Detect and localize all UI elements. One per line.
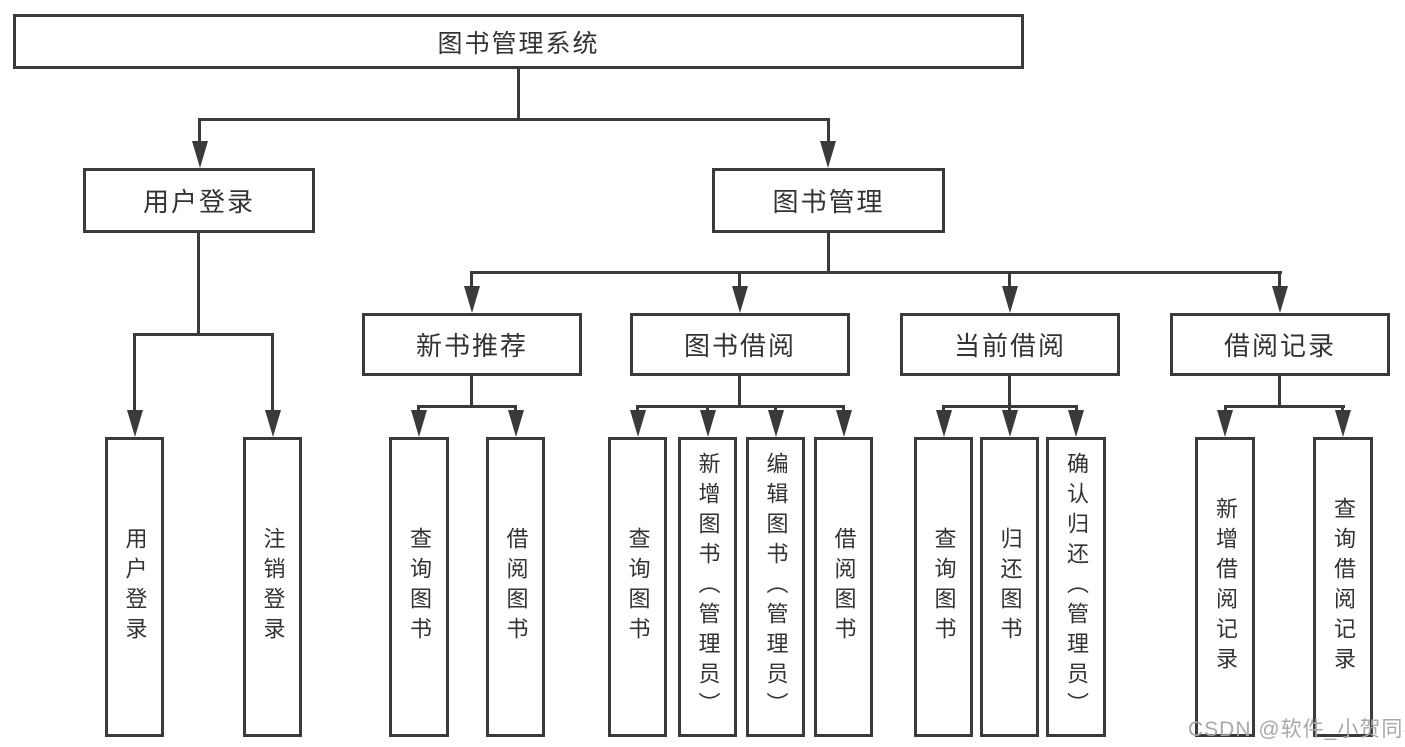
leaf-edit-books-admin-label: 编辑图书（管理员） bbox=[763, 452, 789, 722]
csdn-watermark: CSDN @软件_小贺同学 bbox=[1188, 718, 1405, 741]
connector-current-trunk bbox=[1008, 376, 1011, 407]
connector-recommend-trunk bbox=[470, 376, 473, 407]
leaf-add-books-admin: 新增图书（管理员） bbox=[678, 437, 737, 737]
arrow-down-icon bbox=[265, 410, 281, 437]
connector-records-rail bbox=[1224, 405, 1345, 408]
node-book-borrow-label: 图书借阅 bbox=[683, 331, 796, 361]
leaf-logout: 注销登录 bbox=[243, 437, 302, 737]
arrow-down-icon bbox=[836, 410, 852, 437]
leaf-recommend-query-books: 查询图书 bbox=[389, 437, 449, 737]
leaf-confirm-return-admin-label: 确认归还（管理员） bbox=[1064, 452, 1089, 722]
leaf-add-borrow-record-label: 新增借阅记录 bbox=[1213, 497, 1238, 677]
connector-recommend-rail bbox=[417, 405, 517, 408]
leaf-return-books: 归还图书 bbox=[980, 437, 1039, 737]
arrow-down-icon bbox=[411, 410, 427, 437]
connector-borrow-trunk bbox=[738, 376, 741, 407]
leaf-query-borrow-record: 查询借阅记录 bbox=[1313, 437, 1373, 737]
leaf-edit-books-admin: 编辑图书（管理员） bbox=[746, 437, 805, 737]
connector-user-login-rail bbox=[133, 333, 274, 336]
arrow-down-icon bbox=[1335, 410, 1351, 437]
leaf-borrow-books: 借阅图书 bbox=[814, 437, 873, 737]
connector-stub-recommend bbox=[470, 271, 473, 289]
node-user-login: 用户登录 bbox=[83, 168, 315, 233]
connector-user-login-trunk bbox=[197, 233, 200, 335]
leaf-borrow-query-books-label: 查询图书 bbox=[625, 527, 651, 647]
node-user-login-label: 用户登录 bbox=[142, 187, 255, 217]
leaf-add-books-admin-label: 新增图书（管理员） bbox=[695, 452, 721, 722]
connector-root-trunk bbox=[517, 69, 520, 120]
connector-stub-borrow bbox=[738, 271, 741, 289]
leaf-user-login-label: 用户登录 bbox=[122, 527, 148, 647]
connector-level3-rail bbox=[470, 271, 1282, 274]
leaf-logout-label: 注销登录 bbox=[260, 527, 286, 647]
arrow-down-icon bbox=[936, 410, 952, 437]
node-root-label: 图书管理系统 bbox=[437, 29, 600, 58]
leaf-user-login: 用户登录 bbox=[105, 437, 164, 737]
connector-stub-leaf-login bbox=[133, 333, 136, 413]
arrow-down-icon bbox=[732, 286, 748, 313]
node-new-book-recommend-label: 新书推荐 bbox=[415, 331, 528, 361]
arrow-down-icon bbox=[1002, 410, 1018, 437]
leaf-recommend-borrow-books-label: 借阅图书 bbox=[503, 527, 529, 647]
connector-stub-book-management bbox=[827, 118, 830, 148]
connector-book-management-trunk bbox=[827, 233, 830, 273]
arrow-down-icon bbox=[1272, 286, 1288, 313]
leaf-return-books-label: 归还图书 bbox=[997, 527, 1023, 647]
leaf-add-borrow-record: 新增借阅记录 bbox=[1195, 437, 1255, 737]
node-book-borrow: 图书借阅 bbox=[630, 313, 850, 376]
arrow-down-icon bbox=[1217, 410, 1233, 437]
arrow-down-icon bbox=[820, 141, 836, 168]
arrow-down-icon bbox=[127, 410, 143, 437]
connector-stub-leaf-logout bbox=[271, 333, 274, 413]
leaf-current-query-books: 查询图书 bbox=[914, 437, 973, 737]
connector-records-trunk bbox=[1278, 376, 1281, 407]
node-current-borrow-label: 当前借阅 bbox=[953, 331, 1066, 361]
arrow-down-icon bbox=[192, 141, 208, 168]
arrow-down-icon bbox=[464, 286, 480, 313]
leaf-borrow-query-books: 查询图书 bbox=[608, 437, 667, 737]
arrow-down-icon bbox=[700, 410, 716, 437]
arrow-down-icon bbox=[1002, 286, 1018, 313]
leaf-borrow-books-label: 借阅图书 bbox=[831, 527, 857, 647]
leaf-confirm-return-admin: 确认归还（管理员） bbox=[1046, 437, 1106, 737]
arrow-down-icon bbox=[630, 410, 646, 437]
leaf-query-borrow-record-label: 查询借阅记录 bbox=[1331, 497, 1356, 677]
leaf-recommend-query-books-label: 查询图书 bbox=[407, 527, 432, 647]
connector-borrow-rail bbox=[636, 405, 845, 408]
node-book-management: 图书管理 bbox=[712, 168, 945, 233]
arrow-down-icon bbox=[768, 410, 784, 437]
connector-level2-rail bbox=[198, 118, 830, 121]
arrow-down-icon bbox=[508, 410, 524, 437]
connector-stub-user-login bbox=[198, 118, 201, 148]
node-current-borrow: 当前借阅 bbox=[900, 313, 1120, 376]
node-borrow-records: 借阅记录 bbox=[1170, 313, 1390, 376]
node-root: 图书管理系统 bbox=[13, 14, 1024, 69]
node-new-book-recommend: 新书推荐 bbox=[362, 313, 582, 376]
connector-stub-records bbox=[1278, 271, 1281, 289]
connector-stub-current bbox=[1008, 271, 1011, 289]
leaf-current-query-books-label: 查询图书 bbox=[931, 527, 957, 647]
arrow-down-icon bbox=[1068, 410, 1084, 437]
node-borrow-records-label: 借阅记录 bbox=[1223, 331, 1336, 361]
leaf-recommend-borrow-books: 借阅图书 bbox=[486, 437, 545, 737]
node-book-management-label: 图书管理 bbox=[772, 187, 885, 217]
